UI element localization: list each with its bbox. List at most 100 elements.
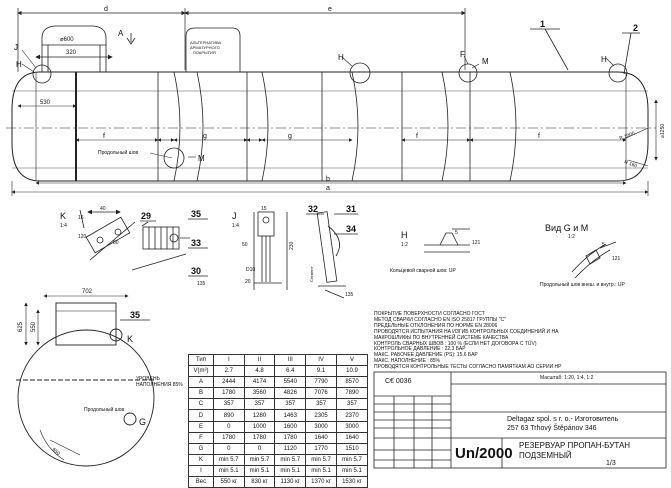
seg-g-2: g: [288, 133, 292, 140]
table-row-label: K: [188, 453, 214, 466]
detail-j-dim-d10: D10: [246, 267, 255, 273]
top-dimension-lines: [17, 8, 466, 72]
detail-k-dim-40: 40: [100, 206, 106, 212]
table-cell: 7076: [305, 387, 338, 400]
detail-k-dim-80: 80: [113, 240, 119, 246]
dim-e: e: [328, 6, 332, 13]
detail-gm-weld: [571, 241, 617, 279]
table-header-row: Тип I II III IV V: [188, 353, 368, 367]
end-dim-702: 702: [82, 289, 93, 295]
view-m: M: [198, 154, 205, 163]
nozzle-diameter: ⌀600: [60, 37, 74, 43]
table-cell: 1280: [243, 409, 276, 422]
table-header: Тип: [188, 353, 214, 367]
table-cell: min 5.7: [274, 453, 307, 466]
table-cell: 1000: [243, 420, 276, 433]
radius-d1250: ⌀1250: [660, 124, 666, 138]
armatura-text-1: АЛЬТЕРНАТИВА: [190, 40, 221, 45]
callout-1: 1: [540, 19, 545, 29]
detail-j-scale: 1:4: [232, 223, 239, 229]
end-dim-650: 650: [51, 447, 61, 457]
support-callout-32: 32: [308, 204, 318, 214]
support-angle: 135: [345, 292, 354, 298]
support-assembly: [316, 211, 346, 299]
manufacturer-address: 257 63 Trhový Štěpánov 346: [507, 425, 597, 432]
dim-320: 320: [66, 50, 77, 56]
table-cell: 830 кг: [243, 476, 276, 488]
table-row-label: E: [188, 420, 214, 433]
note-line: МАКС. РАБОЧЕЕ ДАВЛЕНИЕ (PS): 15.6 БАР: [374, 352, 478, 359]
table-cell: min 5.1: [274, 464, 307, 478]
table-cell: 1510: [336, 442, 368, 455]
end-level-text-1: УРОВЕНЬ: [136, 376, 161, 382]
note-line: ПОКРЫТИЕ ПОВЕРХНОСТИ СОГЛАСНО ГОСТ: [374, 311, 485, 317]
table-row-label: V(m³): [188, 365, 214, 378]
note-line: МЕТОД СВАРКИ СОГЛАСНО EN ISO 25817 ГРУПП…: [374, 316, 506, 323]
table-cell: 7890: [336, 387, 368, 400]
table-cell: 1463: [274, 409, 307, 422]
detail-k-letter: K: [60, 211, 66, 221]
table-cell: 1780: [212, 431, 245, 444]
table-cell: 1600: [274, 420, 307, 433]
support-callout-34: 34: [346, 224, 356, 234]
table-cell: 3000: [305, 420, 338, 433]
detail-h-letter: H: [401, 230, 408, 240]
table-cell: min 5.1: [336, 464, 368, 478]
table-cell: min 5.7: [305, 453, 338, 466]
table-header: V: [336, 353, 368, 367]
view-j-top: J: [14, 43, 18, 52]
tank-port-circles: [32, 62, 628, 169]
end-view: [16, 294, 156, 467]
table-cell: 1120: [274, 442, 307, 455]
manufacturer: Deltagaz spol. s r. o.- Изготовитель: [507, 416, 619, 423]
clamp-callout-30: 30: [191, 266, 201, 276]
view-leaders: [21, 49, 615, 158]
table-cell: min 5.1: [243, 464, 276, 478]
clamp-callout-33: 33: [191, 238, 201, 248]
weld-leader: [149, 152, 173, 159]
table-cell: 0: [212, 420, 245, 433]
end-dim-550: 550: [31, 321, 37, 332]
support-callout-lines: [306, 213, 358, 235]
table-row-label: A: [188, 376, 214, 389]
clamp-angle: 135: [197, 281, 206, 287]
detail-gm-dim-121: 121: [612, 256, 621, 262]
table-cell: 9.1: [305, 365, 338, 378]
table-row-label: C: [188, 398, 214, 411]
table-cell: 2305: [305, 409, 338, 422]
table-cell: 890: [212, 409, 245, 422]
detail-gm-scale: 1:2: [568, 234, 575, 240]
weld-label-main: Продольный шов: [98, 149, 138, 156]
detail-j-dim-50: 50: [242, 242, 248, 248]
detail-h-dim-5: 5: [455, 230, 458, 236]
segment-dims: [11, 138, 649, 196]
end-level-text-2: НАПОЛНЕНИЯ 85%: [136, 382, 183, 388]
view-f: F: [460, 50, 465, 59]
table-cell: min 5.1: [212, 464, 245, 478]
drawing-title-line2: ПОДЗЕМНЫЙ: [519, 451, 572, 460]
note-line: ПРОВОДЯТСЯ ИСПЫТАНИЯ НА ИЗГИБ КОНТРОЛЬНЫ…: [374, 328, 559, 335]
table-cell: 4826: [274, 387, 307, 400]
detail-j-letter: J: [232, 211, 237, 221]
end-callout-k: K: [127, 334, 133, 344]
table-cell: 2.7: [212, 365, 245, 378]
drawing-title-line1: РЕЗЕРВУАР ПРОПАН-БУТАН: [519, 441, 631, 450]
table-cell: 1780: [274, 431, 307, 444]
tank-body: [6, 71, 656, 182]
callout-leaders: [530, 28, 640, 75]
table-cell: 1780: [243, 431, 276, 444]
general-notes: ПОКРЫТИЕ ПОВЕРХНОСТИ СОГЛАСНО ГОСТ МЕТОД…: [374, 311, 664, 371]
manway-dome: [35, 25, 113, 72]
sheet-number: 1/3: [606, 460, 616, 467]
scale-label: Масштаб: 1:20, 1:4, 1:2: [540, 375, 594, 381]
detail-h-dim-121: 121: [472, 240, 481, 246]
table-cell: 357: [336, 398, 368, 411]
table-cell: 357: [274, 398, 307, 411]
detail-j-part: [253, 211, 288, 290]
armatura-text-2: АРМАТУРНОГО: [190, 45, 220, 50]
